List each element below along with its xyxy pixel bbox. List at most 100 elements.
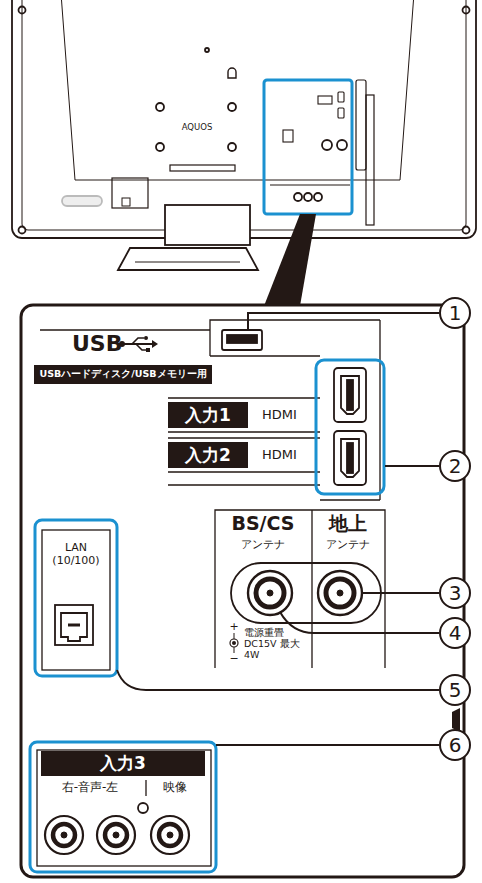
callout-number: 6 — [449, 733, 462, 757]
tv-rear — [60, 0, 415, 180]
tv-rear — [118, 248, 258, 270]
leader-line — [362, 592, 439, 594]
port-label: 映像 — [163, 781, 187, 795]
antenna-connector — [318, 571, 362, 615]
antenna-connector — [248, 571, 292, 615]
tv-rear — [463, 227, 470, 234]
port-label: アンテナ — [326, 539, 370, 552]
port-label: 入力1 — [185, 404, 231, 427]
port-label: LAN (10/100) — [46, 542, 106, 567]
hdmi-port — [347, 443, 353, 473]
tv-rear — [205, 48, 209, 52]
highlight-frame — [316, 360, 384, 494]
zoom-wedge — [264, 214, 316, 306]
usb-icon — [152, 340, 158, 348]
tv-rear — [122, 198, 130, 206]
tv-rear — [19, 227, 26, 234]
rca-jack — [61, 832, 67, 838]
rca-jack — [97, 816, 135, 854]
leader-line — [248, 313, 439, 330]
antenna-connector — [267, 590, 273, 596]
highlight-frame — [264, 80, 352, 214]
tv-rear — [19, 7, 26, 14]
callout-number: 3 — [449, 581, 462, 605]
leader-line — [280, 612, 439, 633]
tv-rear — [463, 7, 470, 14]
usb-port — [222, 330, 262, 350]
usb-port — [227, 335, 257, 343]
lan-port — [55, 605, 93, 645]
leader-line — [385, 465, 439, 467]
leader-line — [216, 744, 439, 746]
tv-rear — [228, 68, 236, 78]
usb-icon — [124, 343, 152, 345]
rca-jack — [45, 803, 189, 854]
tv-rear — [135, 262, 240, 263]
polarity-sign: − — [229, 653, 238, 666]
power-note: 電源重畳 DC15V 最大4W — [244, 628, 300, 661]
tv-rear — [228, 103, 236, 111]
antenna-connector — [232, 641, 236, 645]
highlight-frame — [30, 742, 216, 872]
port-label: HDMI — [262, 448, 297, 463]
port-label: HDMI — [262, 408, 297, 423]
port-label: USBハードディスク/USBメモリー用 — [39, 368, 206, 381]
antenna-connector — [337, 590, 343, 596]
port-label: 入力2 — [185, 444, 231, 467]
tv-rear — [304, 193, 312, 201]
tv-rear — [318, 96, 332, 104]
tv-rear — [270, 185, 350, 186]
rca-jack — [105, 824, 127, 846]
antenna-connector — [256, 579, 284, 607]
port-label: 入力3 — [100, 752, 146, 775]
hdmi-port — [334, 431, 366, 485]
polarity-sign: + — [229, 621, 238, 634]
usb-icon — [146, 348, 150, 352]
callout-number: 1 — [439, 297, 471, 329]
antenna-connector — [231, 563, 381, 623]
tv-rear — [228, 143, 236, 151]
callout-number: 4 — [449, 621, 462, 645]
rca-jack — [138, 803, 148, 813]
tv-rear — [170, 165, 235, 171]
hdmi-port — [341, 376, 359, 414]
rca-jack — [167, 832, 173, 838]
rca-jack — [151, 816, 189, 854]
port-label: アンテナ — [241, 539, 285, 552]
hdmi-port — [347, 380, 353, 410]
port-label: BS/CS — [231, 513, 294, 535]
rca-jack — [159, 824, 181, 846]
rca-jack — [113, 832, 119, 838]
highlight-frame — [264, 80, 352, 214]
lan-port — [68, 624, 80, 627]
input-label-box: 入力1 — [168, 402, 248, 428]
lan-port — [55, 605, 93, 645]
port-label: 地上 — [329, 513, 367, 535]
callout-number: 2 — [439, 450, 471, 482]
antenna-connector — [230, 639, 238, 647]
tv-rear — [62, 196, 102, 206]
rca-jack — [53, 824, 75, 846]
leader-line — [117, 670, 439, 690]
brand-logo: AQUOS — [182, 123, 213, 133]
port-label: 右-音声-左 — [62, 781, 119, 795]
hdmi-port — [334, 368, 366, 422]
usb-icon — [119, 336, 158, 352]
terminal-panel — [21, 305, 464, 877]
tv-rear — [314, 193, 322, 201]
lan-port — [61, 613, 87, 641]
tv-rear — [165, 205, 250, 245]
port-label: USB — [72, 331, 122, 356]
tv-rear — [337, 140, 347, 150]
antenna-connector — [326, 579, 354, 607]
callout-number: 4 — [439, 617, 471, 649]
callout-number: 1 — [449, 301, 462, 325]
tv-rear — [12, 0, 476, 238]
tv-rear — [283, 130, 293, 142]
zoom-wedge — [264, 214, 316, 306]
callout-number: 5 — [449, 678, 462, 702]
tv-rear — [12, 0, 476, 270]
tv-rear — [338, 108, 344, 118]
usb-icon — [144, 336, 148, 340]
tv-rear — [22, 0, 466, 230]
